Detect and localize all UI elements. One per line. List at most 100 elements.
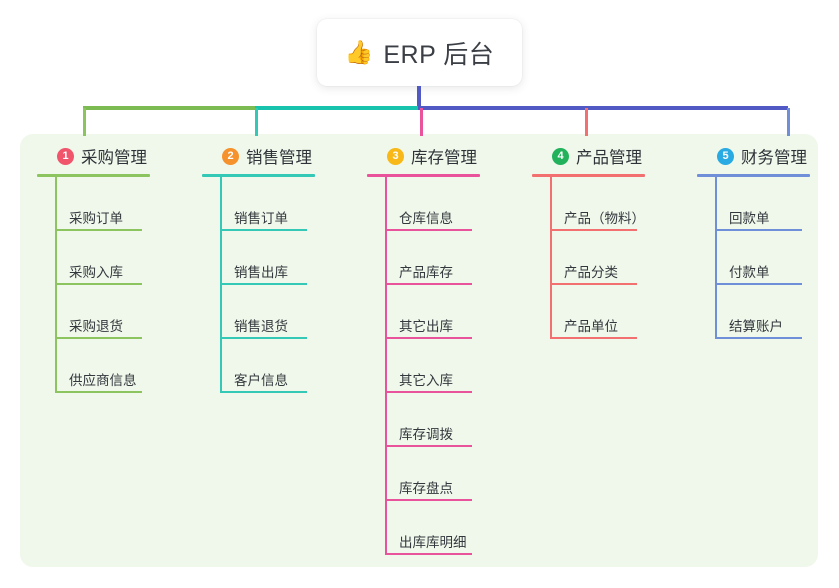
- leaf-rule: [715, 337, 802, 339]
- leaf-rule: [55, 337, 142, 339]
- thumbs-up-icon: 👍: [344, 39, 374, 65]
- branch-badge-5: 5: [717, 147, 734, 165]
- leaf-rule: [55, 229, 142, 231]
- leaf-item[interactable]: 其它入库: [385, 339, 504, 393]
- leaf-rule: [715, 283, 802, 285]
- branch-leaf-list-3: 仓库信息产品库存其它出库其它入库库存调拨库存盘点出库库明细: [367, 177, 504, 555]
- leaf-label: 销售出库: [234, 265, 288, 281]
- leaf-label: 客户信息: [234, 373, 288, 389]
- branch-header-rule-3: [367, 174, 480, 177]
- leaf-item[interactable]: 采购入库: [55, 231, 174, 285]
- leaf-rule: [385, 391, 472, 393]
- leaf-label: 产品库存: [399, 265, 453, 281]
- leaf-label: 产品分类: [564, 265, 618, 281]
- branch-title-4: 产品管理: [576, 149, 642, 167]
- branch-header-rule-4: [532, 174, 645, 177]
- branch-leaf-list-4: 产品（物料） 产品分类产品单位: [532, 177, 669, 339]
- branch-header-rule-1: [37, 174, 150, 177]
- leaf-item[interactable]: 采购订单: [55, 177, 174, 231]
- branch-spine-1: [55, 177, 57, 393]
- leaf-rule: [550, 229, 637, 231]
- branch-header-4[interactable]: 4 产品管理: [532, 144, 669, 168]
- leaf-label: 付款单: [729, 265, 770, 281]
- branch-title-2: 销售管理: [246, 149, 312, 167]
- leaf-item[interactable]: 库存盘点: [385, 447, 504, 501]
- root-title: ERP 后台: [383, 40, 495, 69]
- leaf-rule: [715, 229, 802, 231]
- branch-drop-1: [83, 108, 86, 136]
- leaf-item[interactable]: 结算账户: [715, 285, 834, 339]
- bus-segment-green: [83, 106, 255, 110]
- branch-header-5[interactable]: 5 财务管理: [697, 144, 834, 168]
- branch-title-5: 财务管理: [741, 149, 807, 167]
- branch-column-4: 4 产品管理产品（物料） 产品分类产品单位: [532, 144, 669, 339]
- leaf-item[interactable]: 产品单位: [550, 285, 669, 339]
- branch-leaf-list-2: 销售订单销售出库销售退货客户信息: [202, 177, 339, 393]
- leaf-label: 采购入库: [69, 265, 123, 281]
- leaf-label: 销售退货: [234, 319, 288, 335]
- leaf-item[interactable]: 产品分类: [550, 231, 669, 285]
- leaf-item[interactable]: 销售订单: [220, 177, 339, 231]
- branch-spine-3: [385, 177, 387, 555]
- leaf-item[interactable]: 仓库信息: [385, 177, 504, 231]
- leaf-rule: [550, 283, 637, 285]
- leaf-rule: [385, 553, 472, 555]
- branch-spine-2: [220, 177, 222, 393]
- leaf-rule: [385, 337, 472, 339]
- leaf-rule: [220, 229, 307, 231]
- branch-leaf-list-5: 回款单付款单结算账户: [697, 177, 834, 339]
- branch-header-2[interactable]: 2 销售管理: [202, 144, 339, 168]
- leaf-label: 库存调拨: [399, 427, 453, 443]
- branch-title-1: 采购管理: [81, 149, 147, 167]
- leaf-label: 仓库信息: [399, 211, 453, 227]
- leaf-item[interactable]: 其它出库: [385, 285, 504, 339]
- root-node[interactable]: 👍 ERP 后台: [317, 19, 522, 86]
- leaf-item[interactable]: 回款单: [715, 177, 834, 231]
- leaf-rule: [55, 391, 142, 393]
- leaf-rule: [220, 283, 307, 285]
- root-trunk-line: [417, 86, 421, 108]
- leaf-rule: [385, 229, 472, 231]
- leaf-item[interactable]: 库存调拨: [385, 393, 504, 447]
- leaf-label: 回款单: [729, 211, 770, 227]
- branch-leaf-list-1: 采购订单采购入库采购退货供应商信息: [37, 177, 174, 393]
- leaf-label: 库存盘点: [399, 481, 453, 497]
- branch-title-3: 库存管理: [411, 149, 477, 167]
- root-node-content: 👍 ERP 后台: [345, 35, 495, 71]
- bus-segment-blue: [418, 106, 788, 110]
- leaf-item[interactable]: 销售退货: [220, 285, 339, 339]
- branch-drop-2: [255, 108, 258, 136]
- leaf-item[interactable]: 产品（物料）: [550, 177, 669, 231]
- leaf-label: 其它入库: [399, 373, 453, 389]
- branch-spine-4: [550, 177, 552, 339]
- leaf-item[interactable]: 采购退货: [55, 285, 174, 339]
- leaf-label: 结算账户: [729, 319, 783, 335]
- leaf-item[interactable]: 出库库明细: [385, 501, 504, 555]
- leaf-item[interactable]: 销售出库: [220, 231, 339, 285]
- branches-panel: [20, 134, 818, 567]
- branch-badge-4: 4: [552, 147, 569, 165]
- leaf-label: 其它出库: [399, 319, 453, 335]
- branch-drop-5: [787, 108, 790, 136]
- leaf-label: 供应商信息: [69, 373, 137, 389]
- branch-spine-5: [715, 177, 717, 339]
- leaf-rule: [55, 283, 142, 285]
- leaf-rule: [220, 391, 307, 393]
- leaf-rule: [385, 499, 472, 501]
- leaf-label: 采购订单: [69, 211, 123, 227]
- branch-badge-2: 2: [222, 147, 239, 165]
- leaf-item[interactable]: 客户信息: [220, 339, 339, 393]
- leaf-label: 采购退货: [69, 319, 123, 335]
- leaf-label: 销售订单: [234, 211, 288, 227]
- leaf-label: 产品单位: [564, 319, 618, 335]
- leaf-label: 出库库明细: [399, 535, 467, 551]
- leaf-item[interactable]: 付款单: [715, 231, 834, 285]
- leaf-rule: [385, 445, 472, 447]
- leaf-item[interactable]: 产品库存: [385, 231, 504, 285]
- leaf-item[interactable]: 供应商信息: [55, 339, 174, 393]
